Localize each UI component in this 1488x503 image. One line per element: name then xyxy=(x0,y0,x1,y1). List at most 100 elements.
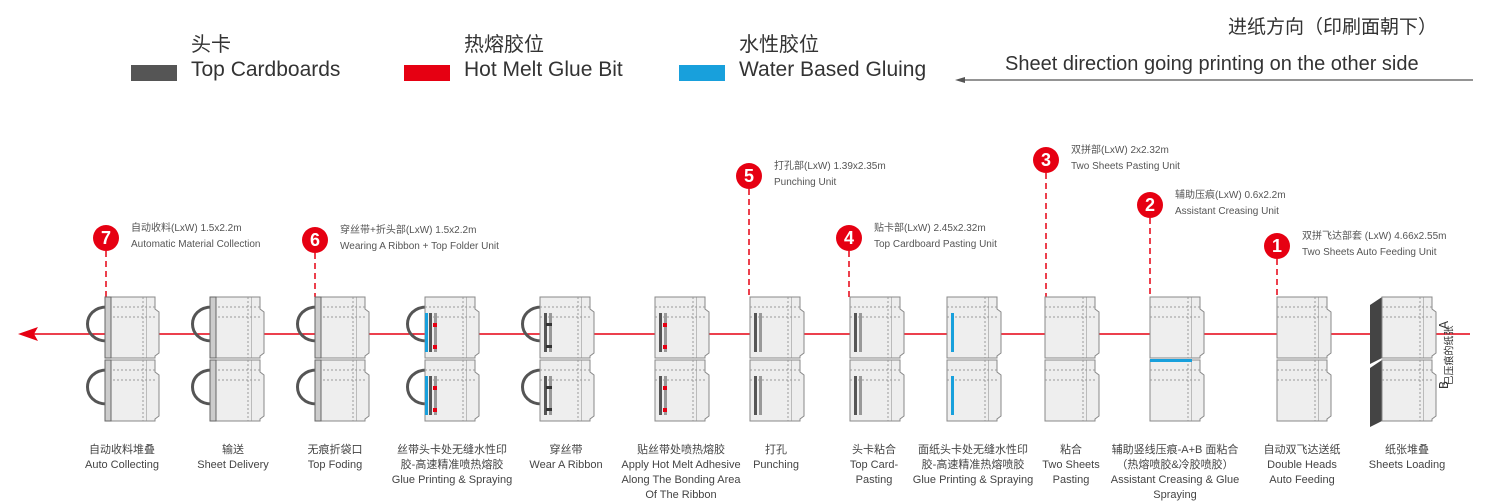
station-label-line: 纸张堆叠 xyxy=(1384,444,1429,456)
unit-callout: 打孔部(LxW) 1.39x2.35m Punching Unit xyxy=(774,159,886,191)
unit-callout: 辅助压痕(LxW) 0.6x2.2m Assistant Creasing Un… xyxy=(1175,188,1286,220)
station-label-line: Pasting xyxy=(1052,474,1090,486)
station-sheets xyxy=(849,296,905,422)
station-label-line: 头卡粘合 xyxy=(851,444,896,456)
sheet-flap xyxy=(989,296,1002,359)
station-label-line: 打孔 xyxy=(765,444,787,456)
ribbon-handle xyxy=(86,368,108,406)
ribbon-handle xyxy=(191,368,213,406)
sheet-flap xyxy=(357,359,370,422)
ribbon-handle xyxy=(191,305,213,343)
ribbon-end xyxy=(546,408,552,411)
station-label-line: 胶-高速精准热熔喷胶 xyxy=(921,459,1025,471)
legend-label-cn: 水性胶位 xyxy=(739,32,819,56)
top-cardboard xyxy=(549,376,552,415)
sheet-flap xyxy=(147,359,160,422)
station-label-line: Pasting xyxy=(855,474,893,486)
station-sheets xyxy=(1044,296,1100,422)
top-cardboard xyxy=(664,313,667,352)
unit-number-badge: 6 xyxy=(302,227,328,253)
folded-top-strip xyxy=(314,359,322,422)
station-sheets xyxy=(406,296,480,422)
legend-swatch xyxy=(404,65,450,81)
top-cardboard xyxy=(544,313,547,352)
station-label-line: 丝带头卡处无缝水性印 xyxy=(396,444,507,456)
ribbon-handle xyxy=(296,368,318,406)
sheet-panel xyxy=(1044,296,1088,359)
direction-cn: 进纸方向（印刷面朝下） xyxy=(1228,16,1438,38)
sheet-flap xyxy=(1087,359,1100,422)
arrow-left-icon xyxy=(955,77,1473,83)
unit-number-badge: 1 xyxy=(1264,233,1290,259)
unit-number-badge: 7 xyxy=(93,225,119,251)
station-label-line: Double Heads xyxy=(1267,459,1337,471)
sheet-panel xyxy=(1381,296,1425,359)
top-cardboard xyxy=(429,313,432,352)
sheet-flap xyxy=(582,359,595,422)
folded-top-strip xyxy=(209,296,217,359)
top-cardboard xyxy=(434,313,437,352)
station-label-line: 无痕折袋口 xyxy=(307,444,363,456)
sheet-flap xyxy=(1192,359,1205,422)
station-label-line: 面纸头卡处无缝水性印 xyxy=(917,444,1028,456)
station-label-line: 自动双飞达送纸 xyxy=(1263,444,1341,456)
top-cardboard xyxy=(754,313,757,352)
sheet-flap xyxy=(467,359,480,422)
water-glue-mark xyxy=(1150,359,1192,362)
station-label-line: Glue Printing & Spraying xyxy=(391,474,513,486)
legend-label-en: Hot Melt Glue Bit xyxy=(464,58,623,81)
station-label-line: Of The Ribbon xyxy=(645,489,717,501)
sheet-stack-side xyxy=(1370,297,1382,364)
ribbon-handle xyxy=(521,305,543,343)
sheet-flap xyxy=(697,296,710,359)
folded-top-strip xyxy=(314,296,322,359)
ribbon-end xyxy=(546,386,552,389)
station-label-line: Top Foding xyxy=(307,459,363,471)
legend-swatch xyxy=(679,65,725,81)
hot-melt-dot xyxy=(663,386,667,390)
station-sheets xyxy=(654,296,710,422)
hot-melt-dot xyxy=(433,386,437,390)
unit-spec-cn: 穿丝带+折头部(LxW) 1.5x2.2m xyxy=(340,225,477,236)
sheet-stack-side xyxy=(1370,360,1382,427)
legend-label-cn: 头卡 xyxy=(191,32,231,56)
folded-top-strip xyxy=(209,359,217,422)
top-cardboard xyxy=(659,313,662,352)
top-cardboard xyxy=(434,376,437,415)
sheet-flap xyxy=(467,296,480,359)
station-label-line: Spraying xyxy=(1153,489,1197,501)
top-cardboard xyxy=(549,313,552,352)
station-sheets xyxy=(1370,296,1437,427)
unit-spec-cn: 辅助压痕(LxW) 0.6x2.2m xyxy=(1175,190,1286,201)
sheet-flap xyxy=(792,296,805,359)
station-label-line: Auto Feeding xyxy=(1269,474,1335,486)
sheet-flap xyxy=(1424,296,1437,359)
unit-spec-cn: 双拼部(LxW) 2x2.32m xyxy=(1071,145,1169,156)
ribbon-handle xyxy=(521,368,543,406)
sheet-flap xyxy=(357,296,370,359)
unit-name-en: Top Cardboard Pasting Unit xyxy=(874,239,997,250)
station-label-line: 自动收料堆叠 xyxy=(89,444,155,456)
station-sheets xyxy=(1149,296,1205,422)
ribbon-handle xyxy=(406,305,428,343)
ribbon-handle xyxy=(406,368,428,406)
unit-number-badge: 5 xyxy=(736,163,762,189)
unit-number-badge: 2 xyxy=(1137,192,1163,218)
sheet-panel xyxy=(1276,359,1320,422)
water-glue-mark xyxy=(951,313,954,352)
top-cardboard xyxy=(759,376,762,415)
station-sheets xyxy=(191,296,265,422)
unit-name-en: Two Sheets Auto Feeding Unit xyxy=(1302,247,1437,258)
top-cardboard xyxy=(759,313,762,352)
side-label-cn: 已压痕的纸张 xyxy=(1444,325,1456,386)
ribbon-handle xyxy=(86,305,108,343)
station-label-line: Punching xyxy=(753,459,799,471)
sheet-flap xyxy=(892,296,905,359)
